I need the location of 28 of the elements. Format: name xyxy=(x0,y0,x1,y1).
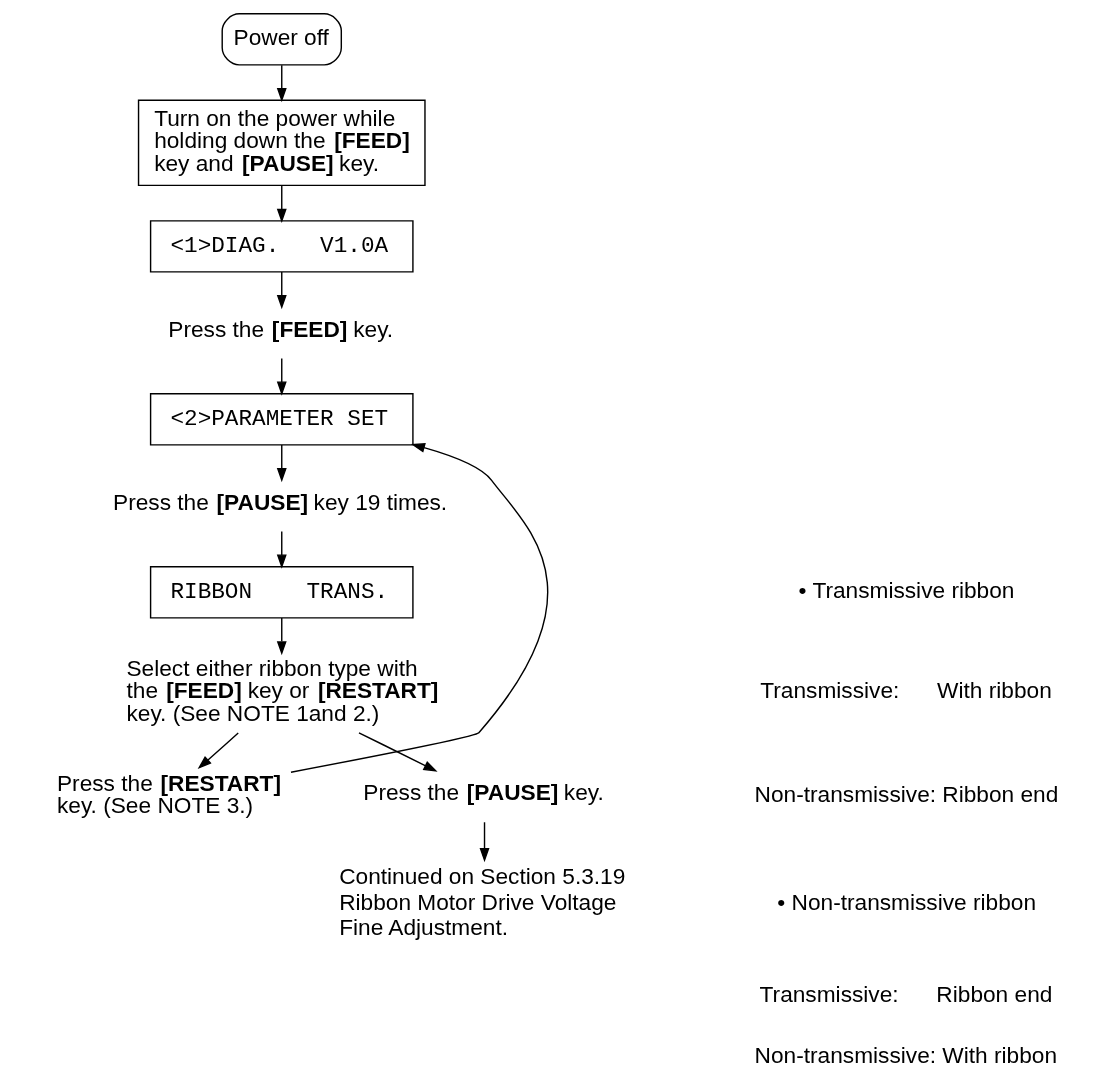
arrow xyxy=(276,444,287,483)
node-text: Press the [FEED] key. xyxy=(167,315,393,342)
node-text: Press the [PAUSE] key 19 times. xyxy=(112,488,447,515)
node-box: Power off xyxy=(221,13,342,66)
arrow xyxy=(276,185,287,223)
arrow xyxy=(276,357,287,396)
node-text: Select either ribbon type with the [FEED] key or [RESTART] key. (See NOTE 1and 2.) xyxy=(125,654,438,727)
arrow xyxy=(276,271,287,310)
node-box: <2>PARAMETER SET xyxy=(149,393,414,446)
node-text: Press the [PAUSE] key. xyxy=(362,779,604,806)
arrow xyxy=(276,64,287,103)
label: • Non-transmissive ribbon xyxy=(776,888,1036,915)
arrow xyxy=(197,732,239,770)
arrow xyxy=(276,530,287,569)
label: • Transmissive ribbon xyxy=(798,576,1014,603)
arrow xyxy=(357,732,438,772)
arrow xyxy=(276,617,287,656)
label: Transmissive: Ribbon end xyxy=(759,980,1052,1007)
node-text: Press the [RESTART] key. (See NOTE 3.) xyxy=(56,769,281,819)
node-text: Continued on Section 5.3.19 Ribbon Motor Drive Voltage Fine Adjustment. xyxy=(338,863,625,941)
label: Non-transmissive: Ribbon end xyxy=(754,780,1058,807)
label: Transmissive: With ribbon xyxy=(759,677,1052,704)
arrow xyxy=(289,443,548,773)
node-box: Turn on the power while holding down the [FEED] key and [PAUSE] key. xyxy=(137,99,426,187)
label: Non-transmissive: With ribbon xyxy=(754,1041,1057,1068)
node-box: <1>DIAG. V1.0A xyxy=(149,220,414,273)
arrow xyxy=(479,821,489,863)
node-box: RIBBON TRANS. xyxy=(149,566,414,619)
